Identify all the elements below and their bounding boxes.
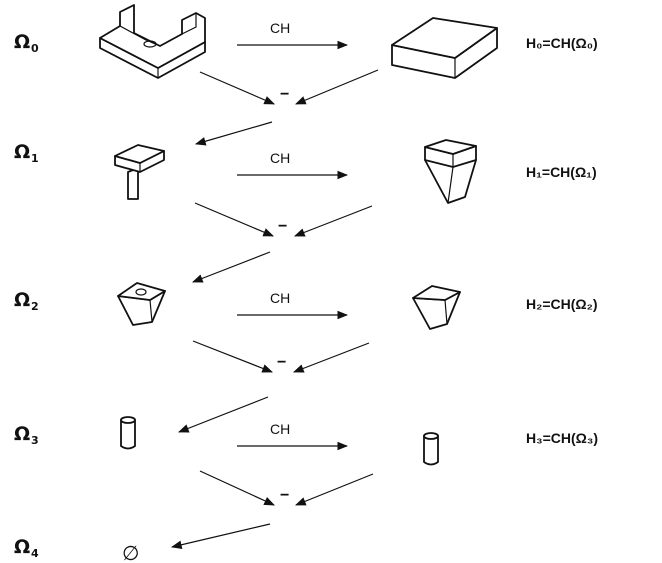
- omega-label-0: Ω 0: [14, 31, 39, 55]
- diff-arrow-3b: [294, 473, 374, 506]
- result-label-0: H₀=CH(Ω₀): [526, 35, 598, 51]
- svg-text:0: 0: [31, 42, 39, 55]
- diff-arrow-2b: [292, 342, 370, 373]
- svg-text:H₃=CH(Ω₃): H₃=CH(Ω₃): [526, 430, 598, 446]
- svg-text:Ω: Ω: [14, 141, 30, 163]
- diff-arrow-3c: [170, 523, 271, 549]
- omega-2-shape: [117, 282, 166, 326]
- result-label-2: H₂=CH(Ω₂): [526, 296, 598, 312]
- svg-text:3: 3: [31, 434, 39, 447]
- result-label-3: H₃=CH(Ω₃): [526, 430, 598, 446]
- omega-0-shape: [99, 4, 206, 79]
- minus-3: −: [280, 487, 289, 504]
- omega-label-3: Ω 3: [14, 423, 39, 447]
- svg-text:4: 4: [31, 547, 39, 560]
- omega-label-2: Ω 2: [14, 289, 39, 313]
- diff-arrow-3a: [199, 470, 275, 506]
- diff-arrow-2c: [177, 396, 269, 433]
- svg-text:Ω: Ω: [14, 423, 30, 445]
- svg-text:Ω: Ω: [14, 536, 30, 558]
- diff-arrow-1b: [293, 205, 373, 237]
- diff-arrow-0a: [199, 71, 275, 105]
- minus-1: −: [278, 218, 287, 235]
- svg-text:H₂=CH(Ω₂): H₂=CH(Ω₂): [526, 296, 598, 312]
- omega-label-4: Ω 4: [14, 536, 39, 560]
- svg-text:H₀=CH(Ω₀): H₀=CH(Ω₀): [526, 35, 598, 51]
- diff-arrow-2a: [192, 340, 274, 373]
- svg-text:Ω: Ω: [14, 289, 30, 311]
- svg-text:Ω: Ω: [14, 31, 30, 53]
- ch-label-3: CH: [270, 421, 290, 437]
- omega-3-shape: [120, 416, 136, 450]
- svg-text:H₁=CH(Ω₁): H₁=CH(Ω₁): [526, 164, 597, 180]
- omega-1-shape: [114, 144, 165, 200]
- hull-2-shape: [412, 285, 461, 330]
- minus-0: −: [280, 86, 289, 103]
- diff-arrow-1a: [194, 202, 274, 237]
- hull-0-shape: [391, 17, 498, 79]
- ch-label-0: CH: [270, 20, 290, 36]
- ch-label-1: CH: [270, 150, 290, 166]
- hull-1-shape: [424, 139, 477, 204]
- svg-text:2: 2: [31, 300, 39, 313]
- diff-arrow-0c: [194, 121, 273, 146]
- ch-label-2: CH: [270, 290, 290, 306]
- result-label-1: H₁=CH(Ω₁): [526, 164, 597, 180]
- minus-2: −: [277, 354, 286, 371]
- diff-arrow-1c: [191, 251, 271, 283]
- svg-text:1: 1: [31, 152, 39, 165]
- omega-label-1: Ω 1: [14, 141, 39, 165]
- hull-3-shape: [423, 432, 439, 466]
- empty-set-symbol: ∅: [122, 543, 139, 563]
- diff-arrow-0b: [295, 69, 379, 105]
